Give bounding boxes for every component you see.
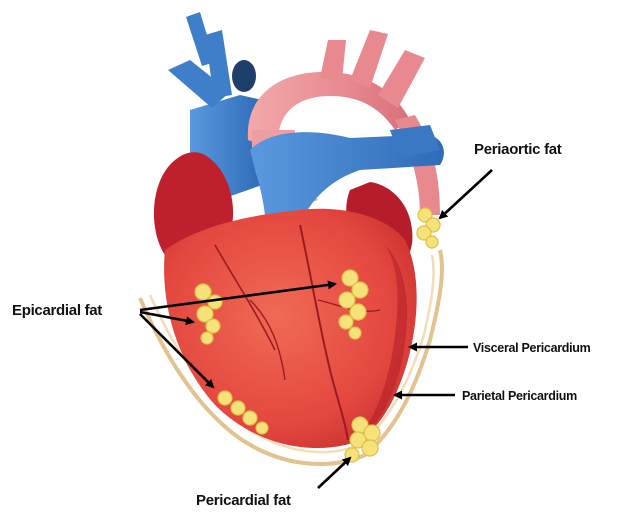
svc-opening	[232, 60, 256, 92]
ventricles	[164, 209, 417, 448]
visceral-pericardium-label: Visceral Pericardium	[473, 341, 591, 355]
epicardial-fat-label: Epicardial fat	[12, 302, 102, 319]
aorta-branch-2	[350, 30, 388, 88]
parietal-pericardium-label: Parietal Pericardium	[462, 389, 577, 403]
aorta-branch-3	[378, 50, 425, 108]
periaortic-fat-label: Periaortic fat	[474, 141, 562, 158]
periaortic-arrow	[440, 170, 492, 218]
pericardial-fat-label: Pericardial fat	[196, 492, 291, 509]
aorta-branch-1	[320, 40, 346, 80]
